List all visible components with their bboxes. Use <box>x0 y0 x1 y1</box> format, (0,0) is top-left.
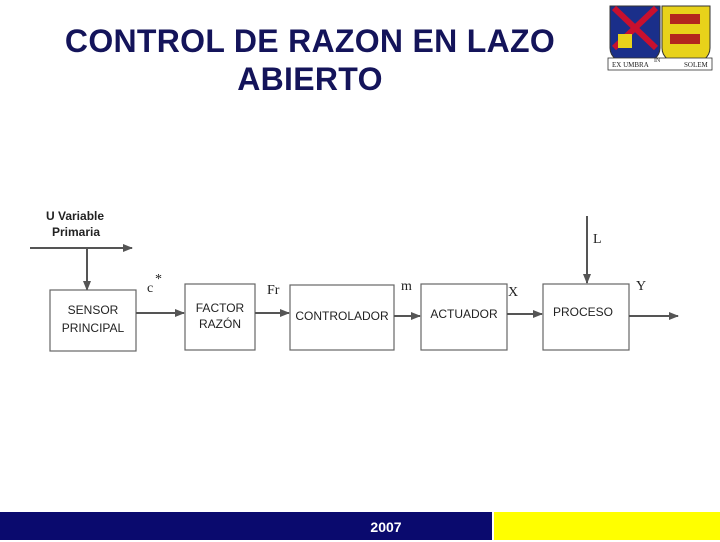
signal-m: m <box>401 279 412 294</box>
input-label-line-2: Primaria <box>52 225 100 239</box>
slide-title: CONTROL DE RAZON EN LAZO ABIERTO <box>20 22 600 98</box>
footer-year: 2007 <box>370 519 402 535</box>
university-crest-logo: EX UMBRA IN SOLEM <box>606 4 714 74</box>
factor-block <box>184 283 256 351</box>
signal-x: X <box>508 285 518 300</box>
sensor-block <box>49 289 137 352</box>
title-line-1: CONTROL DE RAZON EN LAZO <box>64 23 556 59</box>
signal-l: L <box>593 232 602 247</box>
logo-motto-center: IN <box>654 58 661 64</box>
signal-fr: Fr <box>267 283 280 298</box>
footer-bar-left <box>0 512 492 540</box>
sensor-label-line-1: SENSOR <box>68 303 119 317</box>
logo-motto-left: EX UMBRA <box>612 61 649 69</box>
title-line-2: ABIERTO <box>237 61 383 97</box>
controlador-label: CONTROLADOR <box>295 309 389 323</box>
sensor-label-line-2: PRINCIPAL <box>62 321 125 335</box>
proceso-label: PROCESO <box>553 305 613 319</box>
footer-bar-right <box>494 512 720 540</box>
signal-y: Y <box>636 279 646 294</box>
factor-label-line-2: RAZÓN <box>199 316 241 331</box>
signal-c: c <box>147 281 153 296</box>
actuador-block <box>420 283 508 351</box>
logo-motto-right: SOLEM <box>684 61 709 69</box>
factor-label-line-1: FACTOR <box>196 301 245 315</box>
input-label-line-1: U Variable <box>46 209 104 223</box>
proceso-block <box>542 283 630 351</box>
actuador-label: ACTUADOR <box>430 307 498 321</box>
signal-c-star: * <box>155 272 162 287</box>
controlador-block <box>289 284 395 351</box>
